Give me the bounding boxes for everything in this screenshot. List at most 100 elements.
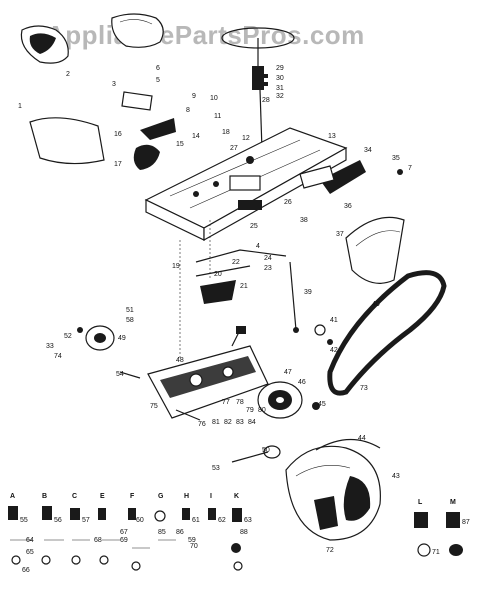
callout-number: 10 (210, 95, 218, 102)
callout-number: 38 (300, 217, 308, 224)
callout-number: 18 (222, 129, 230, 136)
callout-number: 22 (232, 259, 240, 266)
callout-number: 27 (230, 145, 238, 152)
callout-number: 52 (64, 333, 72, 340)
callout-number: 39 (304, 289, 312, 296)
legend-letter-group: A B C E F G H I K L M (10, 493, 456, 506)
bracket-part (312, 169, 403, 410)
callout-number: 49 (118, 335, 126, 342)
callout-number: 74 (54, 353, 62, 360)
callout-number: 11 (214, 113, 221, 120)
callout-number: 16 (114, 131, 122, 138)
callout-number: 82 (224, 419, 232, 426)
callout-number: 26 (284, 199, 292, 206)
callout-number: 37 (336, 231, 344, 238)
callout-number: 73 (360, 385, 368, 392)
callout-number: 7 (408, 165, 412, 172)
callout-group: 1 2 3 4 5 6 7 8 9 10 11 12 13 14 15 16 1… (18, 65, 470, 574)
callout-number: 72 (326, 547, 334, 554)
callout-number: 84 (248, 419, 256, 426)
callout-number: 67 (120, 529, 128, 536)
callout-number: 28 (262, 97, 270, 104)
callout-number: 80 (258, 407, 266, 414)
callout-number: 4 (256, 243, 260, 250)
callout-number: 61 (192, 517, 200, 524)
seat-part (20, 13, 164, 64)
callout-number: 60 (136, 517, 144, 524)
callout-number: 6 (156, 65, 160, 72)
legend-letter: C (72, 493, 77, 500)
callout-number: 44 (358, 435, 366, 442)
callout-number: 31 (276, 85, 284, 92)
callout-number: 12 (242, 135, 250, 142)
callout-number: 45 (318, 401, 326, 408)
callout-number: 5 (156, 77, 160, 84)
legend-letter: M (450, 499, 456, 506)
callout-number: 50 (262, 447, 270, 454)
callout-number: 85 (158, 529, 166, 536)
callout-number: 77 (222, 399, 230, 406)
callout-number: 43 (392, 473, 400, 480)
callout-number: 33 (46, 343, 54, 350)
legend-letter: L (418, 499, 423, 506)
callout-number: 30 (276, 75, 284, 82)
callout-number: 17 (114, 161, 122, 168)
callout-number: 42 (330, 347, 338, 354)
fender-part (345, 216, 405, 284)
callout-number: 2 (66, 71, 70, 78)
hardware-legend (8, 506, 463, 571)
legend-letter: K (234, 493, 239, 500)
callout-number: 23 (264, 265, 272, 272)
callout-number: 55 (20, 517, 28, 524)
callout-number: 29 (276, 65, 284, 72)
legend-letter: B (42, 493, 47, 500)
callout-number: 79 (246, 407, 254, 414)
drive-belt-part (327, 270, 447, 396)
legend-letter: H (184, 493, 189, 500)
callout-number: 81 (212, 419, 220, 426)
callout-number: 34 (364, 147, 372, 154)
callout-number: 8 (186, 107, 190, 114)
callout-number: 75 (150, 403, 158, 410)
callout-number: 19 (172, 263, 180, 270)
callout-number: 87 (462, 519, 470, 526)
callout-number: 15 (176, 141, 184, 148)
footrest-part (299, 160, 366, 194)
callout-number: 78 (236, 399, 244, 406)
callout-number: 69 (120, 537, 128, 544)
callout-number: 83 (236, 419, 244, 426)
callout-number: 86 (176, 529, 184, 536)
callout-number: 64 (26, 537, 34, 544)
callout-number: 9 (192, 93, 196, 100)
callout-number: 62 (218, 517, 226, 524)
callout-number: 48 (176, 357, 184, 364)
callout-number: 58 (126, 317, 134, 324)
callout-number: 53 (212, 465, 220, 472)
callout-number: 25 (250, 223, 258, 230)
legend-letter: A (10, 493, 15, 500)
transmission-part (119, 326, 269, 421)
callout-number: 59 (188, 537, 196, 544)
callout-number: 57 (82, 517, 90, 524)
watermark-text: AppliancePartsPros.com (46, 20, 365, 50)
callout-number: 65 (26, 549, 34, 556)
legend-letter: G (158, 493, 164, 500)
callout-number: 41 (330, 317, 338, 324)
callout-number: 71 (432, 549, 440, 556)
callout-number: 21 (240, 283, 248, 290)
callout-number: 63 (244, 517, 252, 524)
callout-number: 35 (392, 155, 400, 162)
callout-number: 46 (298, 379, 306, 386)
callout-number: 54 (116, 371, 124, 378)
callout-number: 66 (22, 567, 30, 574)
legend-letter: E (100, 493, 105, 500)
callout-number: 56 (54, 517, 62, 524)
callout-number: 51 (126, 307, 134, 314)
legend-letter: I (210, 493, 212, 500)
legend-letter: F (130, 493, 135, 500)
callout-number: 24 (264, 255, 272, 262)
callout-number: 76 (198, 421, 206, 428)
callout-number: 68 (94, 537, 102, 544)
